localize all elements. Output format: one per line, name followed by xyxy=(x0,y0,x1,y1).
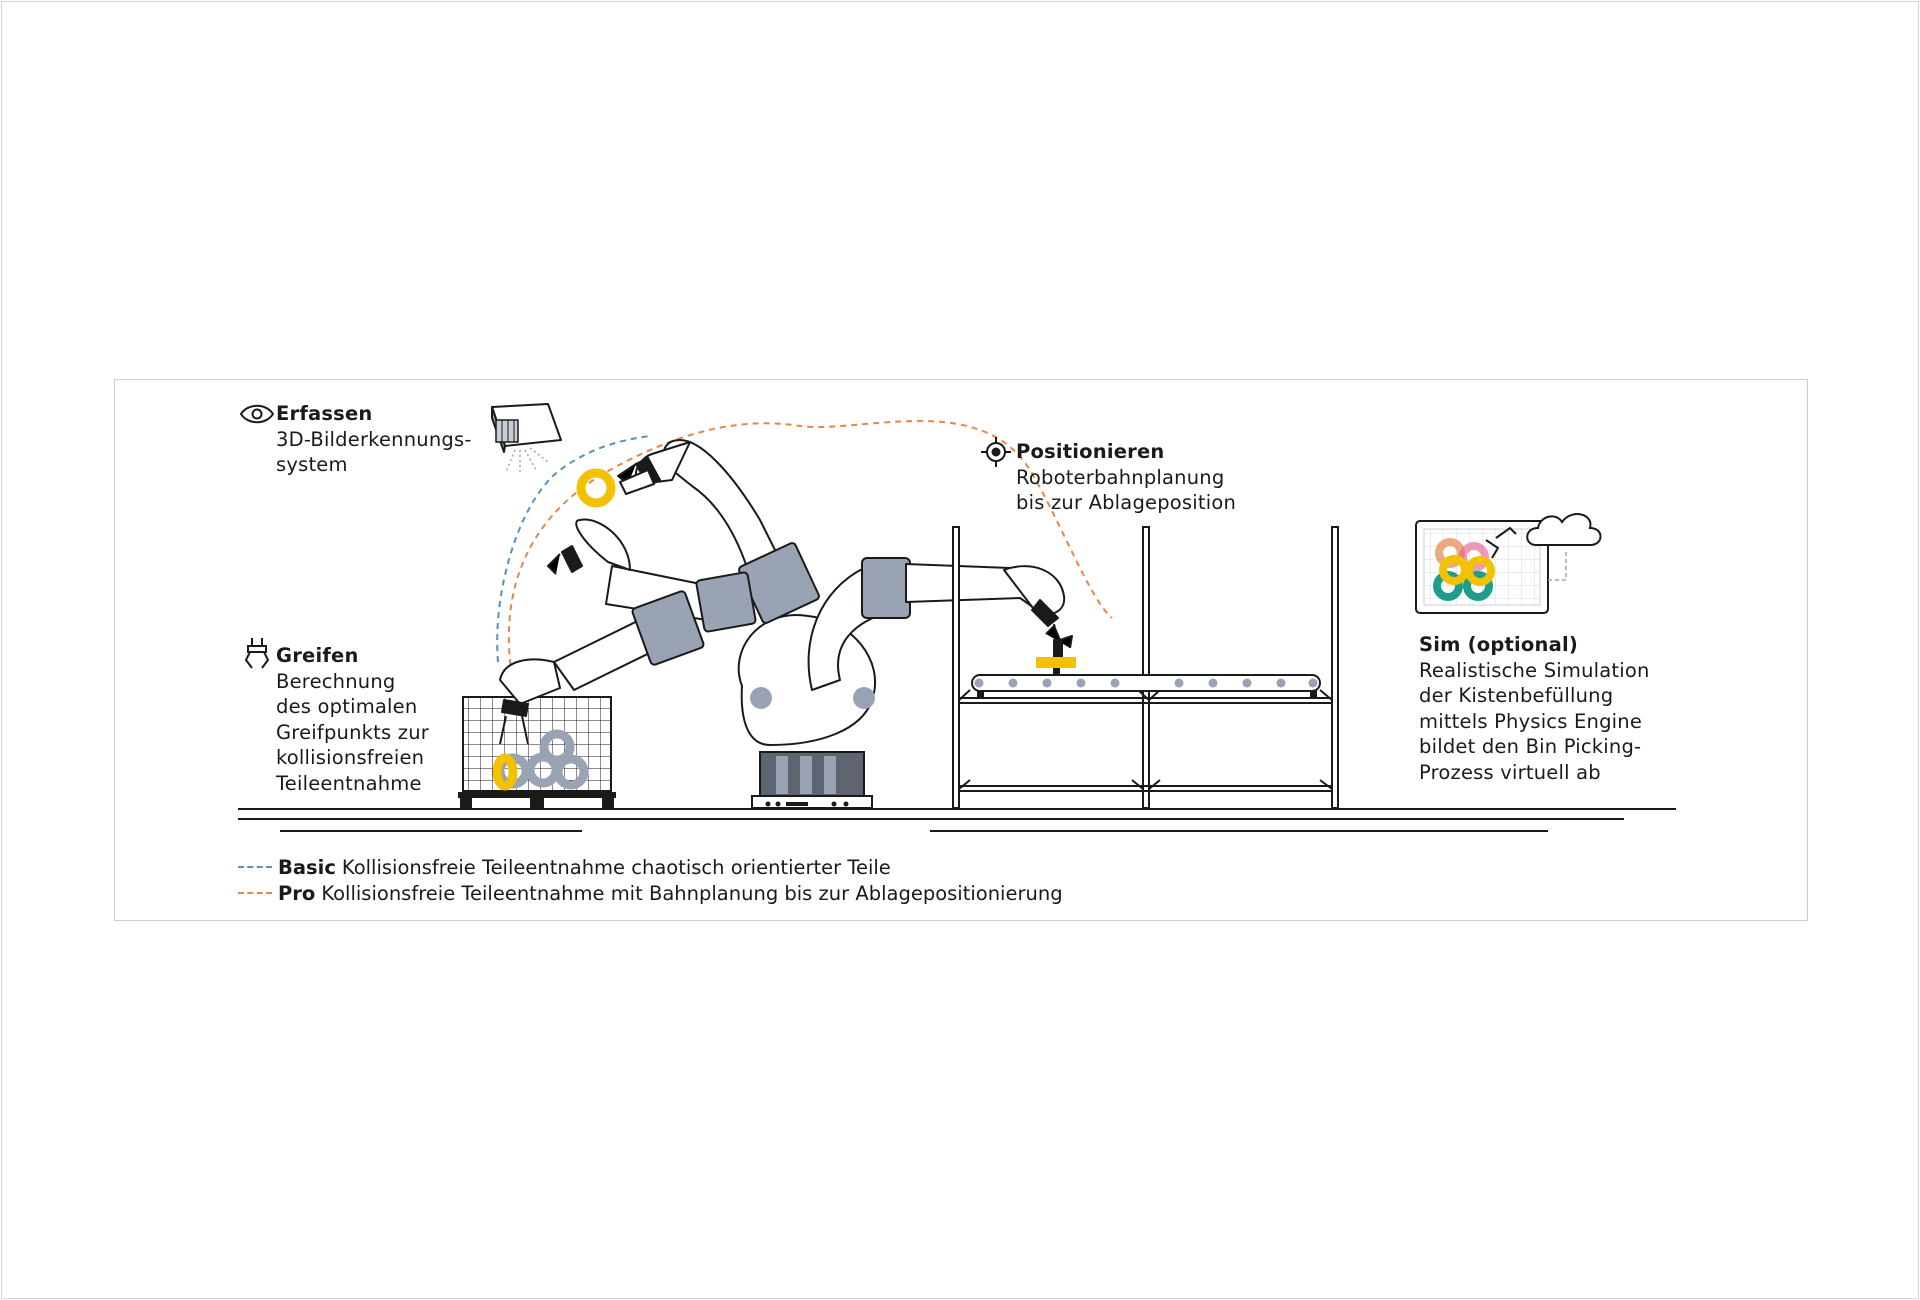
step-line: 3D-Bilderkennungs- xyxy=(276,427,472,451)
pro-trajectory xyxy=(507,420,1113,677)
step-line: Greifpunkts zur xyxy=(276,720,429,744)
step-title: Sim (optional) xyxy=(1419,633,1578,656)
basic-trajectory xyxy=(496,435,651,663)
eye-icon xyxy=(239,404,275,424)
legend-dash-basic xyxy=(238,865,272,868)
step-line: mittels Physics Engine xyxy=(1419,709,1643,733)
step-greifen: Greifen Berechnung des optimalen Greifpu… xyxy=(276,643,429,797)
legend-text: Kollisionsfreie Teileentnahme chaotisch … xyxy=(341,856,891,879)
step-line: der Kistenbefüllung xyxy=(1419,684,1614,708)
bin-pallet xyxy=(458,696,616,808)
legend-dash-pro xyxy=(238,891,272,894)
legend-key: Basic xyxy=(278,856,336,879)
legend-text: Kollisionsfreie Teileentnahme mit Bahnpl… xyxy=(321,882,1063,905)
step-positionieren: Positionieren Roboterbahnplanung bis zur… xyxy=(1016,439,1236,516)
3d-camera xyxy=(491,403,562,473)
target-icon xyxy=(981,437,1011,467)
step-line: bis zur Ablageposition xyxy=(1016,491,1237,515)
robot-arm-right xyxy=(807,557,1076,691)
step-line: Teileentnahme xyxy=(276,771,422,795)
step-line: kollisionsfreien xyxy=(276,746,425,770)
step-line: des optimalen xyxy=(276,695,418,719)
robot-base xyxy=(737,614,877,809)
gripper-icon xyxy=(244,638,270,669)
step-line: Prozess virtuell ab xyxy=(1419,760,1601,784)
step-line: Realistische Simulation xyxy=(1419,658,1650,682)
step-erfassen: Erfassen 3D-Bilderkennungs- system xyxy=(276,401,472,478)
step-sim: Sim (optional) Realistische Simulation d… xyxy=(1419,632,1650,786)
step-line: bildet den Bin Picking- xyxy=(1419,735,1642,759)
step-title: Positionieren xyxy=(1016,440,1165,463)
step-line: Berechnung xyxy=(276,669,396,693)
step-line: system xyxy=(276,453,348,477)
step-title: Erfassen xyxy=(276,402,373,425)
floor-lines xyxy=(238,808,1676,832)
cloud-icon xyxy=(1526,513,1602,546)
step-title: Greifen xyxy=(276,644,359,667)
legend-key: Pro xyxy=(278,882,316,905)
simulation-monitor xyxy=(1415,520,1567,614)
step-line: Roboterbahnplanung xyxy=(1016,465,1225,489)
conveyor-rack xyxy=(952,526,1339,809)
robot-arm-left xyxy=(499,439,820,745)
